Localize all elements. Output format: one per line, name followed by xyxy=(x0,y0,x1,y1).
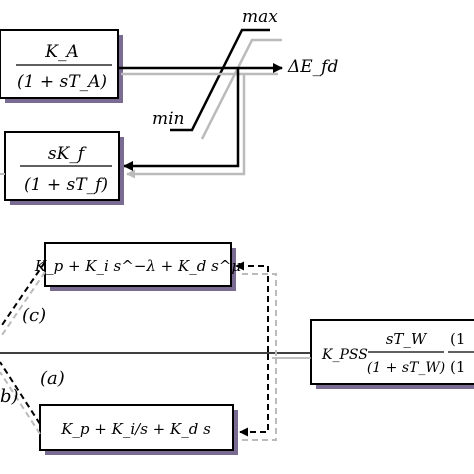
pss-block: K_PSS sT_W (1 + sT_W) (1 (1 xyxy=(310,319,474,389)
feedback-block: sK_f (1 + sT_f) xyxy=(4,131,124,205)
path-c-dashed xyxy=(235,261,269,352)
path-b-label: b) xyxy=(0,386,19,407)
exciter-denominator: (1 + sT_A) xyxy=(17,72,107,92)
feedback-denominator: (1 + sT_f) xyxy=(24,175,108,195)
pss-numerator: sT_W xyxy=(386,330,428,348)
gray-feedback-line xyxy=(126,74,246,179)
path-b-dashed xyxy=(239,354,269,437)
max-label: max xyxy=(242,7,278,27)
frac-pid-text: K_p + K_i s^−λ + K_d s^μ xyxy=(34,257,241,275)
frac-pid-block: K_p + K_i s^−λ + K_d s^μ xyxy=(34,242,241,291)
exciter-block: K_A (1 + sT_A) xyxy=(0,29,123,103)
feedback-numerator: sK_f xyxy=(48,144,87,164)
pss-gain: K_PSS xyxy=(321,347,368,363)
min-label: min xyxy=(152,109,185,129)
limiter: max min xyxy=(152,7,282,140)
feedback-line xyxy=(123,68,240,171)
output-label: ΔE_fd xyxy=(287,57,338,77)
pid-block: K_p + K_i/s + K_d s xyxy=(39,404,238,455)
path-a-label: (a) xyxy=(40,368,65,389)
pss-tail-numerator: (1 xyxy=(450,330,465,348)
pss-tail-denominator: (1 xyxy=(450,358,465,376)
exciter-numerator: K_A xyxy=(44,42,78,62)
pss-denominator: (1 + sT_W) xyxy=(367,360,445,376)
pid-text: K_p + K_i/s + K_d s xyxy=(60,420,211,438)
path-c-label: (c) xyxy=(22,305,46,326)
